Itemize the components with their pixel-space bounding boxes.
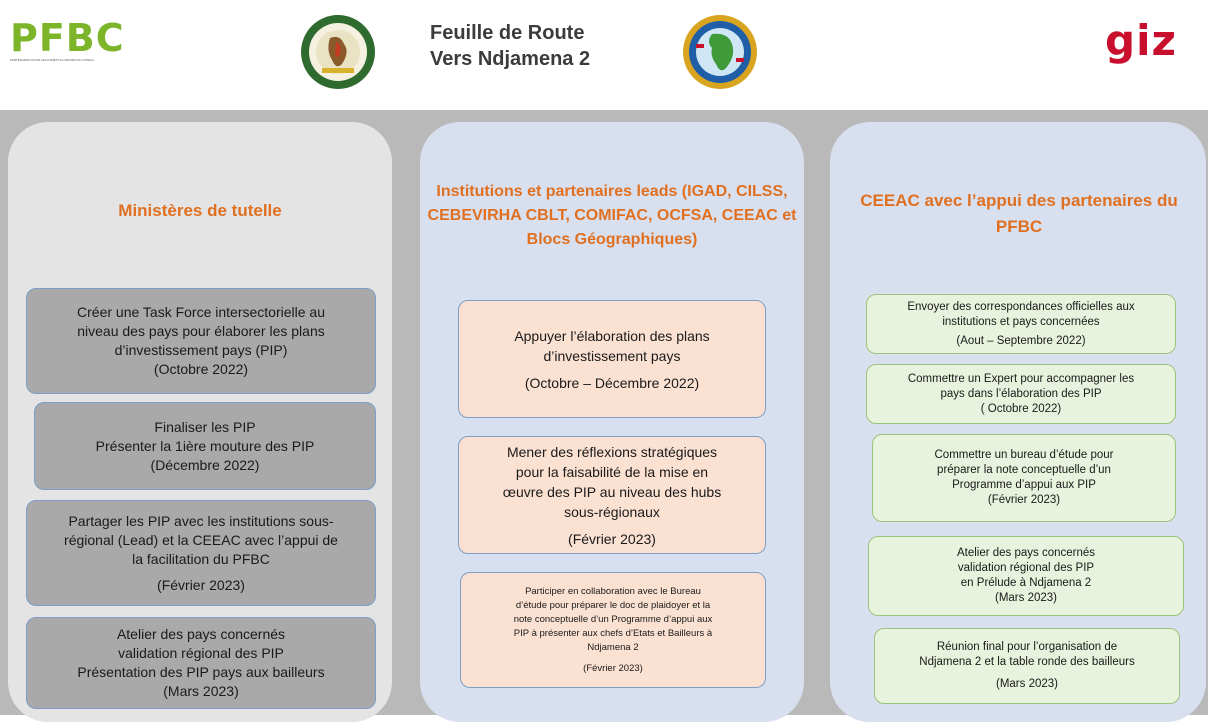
box-text-line: Appuyer l’élaboration des plans (514, 327, 710, 344)
box-text-line: Ndjamena 2 et la table ronde des bailleu… (919, 656, 1135, 668)
column-2-box-1: Appuyer l’élaboration des plans d’invest… (458, 300, 766, 418)
column-2-box-3: Participer en collaboration avec le Bure… (460, 572, 766, 688)
box-text-line: la facilitation du PFBC (132, 550, 270, 567)
box-text-line: Finaliser les PIP (154, 418, 256, 435)
column-title-line: CEEAC avec l’appui des partenaires (860, 191, 1153, 210)
column-title-line: du PFBC (995, 191, 1178, 236)
box-text-line: (Octobre 2022) (153, 361, 249, 377)
column-1-title: Ministères de tutelle (20, 200, 380, 222)
box-text-line: sous-régionaux (564, 503, 660, 520)
box-text-line: validation régional des PIP (957, 562, 1095, 574)
box-text-line: note conceptuelle d’un Programme d’appui… (513, 613, 713, 625)
box-text-line: Envoyer des correspondances officielles … (907, 300, 1135, 313)
column-3-box-4: Atelier des pays concernés validation ré… (868, 536, 1184, 616)
box-text-line: pour la faisabilité de la mise en (515, 463, 709, 480)
box-date: (Mars 2023) (996, 678, 1058, 690)
column-title-line: CILSS, CEBEVIRHA CBLT, COMIFAC, (427, 183, 788, 224)
box-text-line: Programme d’appui aux PIP (952, 479, 1096, 491)
box-date: (Aout – Septembre 2022) (956, 334, 1086, 347)
column-2-box-2: Mener des réflexions stratégiques pour l… (458, 436, 766, 554)
box-text-line: Commettre un Expert pour accompagner les (907, 372, 1135, 385)
box-text-line: Ndjamena 2 (587, 641, 639, 653)
box-text-line: Partager les PIP avec les institutions s… (68, 512, 334, 529)
header: PFBC PARTENARIAT POUR LES FORÊTS DU BASS… (0, 0, 1208, 110)
header-title: Feuille de Route Vers Ndjamena 2 (430, 20, 670, 72)
comifac-seal-logo (301, 15, 375, 89)
column-3-box-2: Commettre un Expert pour accompagner les… (866, 364, 1176, 424)
box-text-line: ( Octobre 2022) (980, 402, 1062, 415)
column-2-title: Institutions et partenaires leads (IGAD,… (426, 180, 798, 252)
box-text-line: pays dans l’élaboration des PIP (940, 387, 1102, 400)
pfbc-logo-text: PFBC (10, 16, 125, 60)
box-text-line: niveau des pays pour élaborer les plans (77, 323, 325, 339)
column-1-box-2: Finaliser les PIP Présenter la 1ière mou… (34, 402, 376, 490)
box-text-line: préparer la note conceptuelle d’un (937, 464, 1111, 476)
box-text-line: Atelier des pays concernés (956, 547, 1096, 559)
column-3-box-5: Réunion final pour l’organisation de Ndj… (874, 628, 1180, 704)
box-text-line: (Mars 2023) (163, 683, 239, 699)
box-text-line: en Prélude à Ndjamena 2 (960, 577, 1092, 589)
box-text-line: Réunion final pour l’organisation de (936, 641, 1118, 653)
box-text-line: (Février 2023) (987, 494, 1061, 506)
box-text-line: validation régional des PIP (118, 645, 284, 661)
column-1-box-4: Atelier des pays concernés validation ré… (26, 617, 376, 709)
box-text-line: régional (Lead) et la CEEAC avec l’appui… (64, 531, 338, 548)
box-text-line: d’étude pour préparer le doc de plaidoye… (515, 599, 711, 611)
giz-logo: giz (1105, 16, 1177, 65)
box-text-line: Présentation des PIP pays aux bailleurs (77, 664, 325, 680)
column-1-box-3: Partager les PIP avec les institutions s… (26, 500, 376, 606)
header-title-line2: Vers Ndjamena 2 (430, 48, 591, 70)
column-3-box-3: Commettre un bureau d’étude pour prépare… (872, 434, 1176, 522)
column-1-box-1: Créer une Task Force intersectorielle au… (26, 288, 376, 394)
box-text-line: Participer en collaboration avec le Bure… (525, 585, 701, 597)
box-text-line: d’investissement pays (PIP) (114, 342, 288, 358)
column-title-line: Institutions et partenaires leads (IGAD, (436, 183, 732, 200)
box-text-line: Commettre un bureau d’étude pour (934, 449, 1114, 461)
box-text-line: PIP à présenter aux chefs d’Etats et Bai… (513, 627, 713, 639)
box-text-line: d’investissement pays (543, 347, 681, 364)
box-text-line: Atelier des pays concernés (116, 626, 286, 642)
column-3-box-1: Envoyer des correspondances officielles … (866, 294, 1176, 354)
box-text-line: (Décembre 2022) (150, 456, 260, 473)
box-text-line: Créer une Task Force intersectorielle au (77, 304, 325, 320)
box-date: (Février 2023) (157, 576, 245, 593)
pfbc-logo-subtext: PARTENARIAT POUR LES FORÊTS DU BASSIN DU… (10, 58, 94, 62)
pfbc-logo: PFBC PARTENARIAT POUR LES FORÊTS DU BASS… (10, 16, 125, 64)
column-title-line: OCFSA, CEEAC et Blocs Géographiques) (526, 207, 797, 248)
box-text-line: institutions et pays concernées (942, 315, 1100, 328)
box-date: (Février 2023) (583, 662, 643, 674)
column-3-title: CEEAC avec l’appui des partenaires du PF… (836, 188, 1202, 240)
box-text-line: œuvre des PIP au niveau des hubs (502, 483, 722, 500)
ceeac-seal-logo (683, 15, 757, 89)
box-text-line: (Mars 2023) (995, 592, 1057, 604)
box-text-line: Mener des réflexions stratégiques (506, 443, 718, 460)
box-date: (Octobre – Décembre 2022) (524, 374, 700, 391)
box-date: (Février 2023) (568, 530, 656, 547)
box-text-line: Présenter la 1ière mouture des PIP (95, 437, 315, 454)
header-title-line1: Feuille de Route (430, 22, 585, 44)
column-title-line: Ministères de tutelle (118, 201, 282, 220)
